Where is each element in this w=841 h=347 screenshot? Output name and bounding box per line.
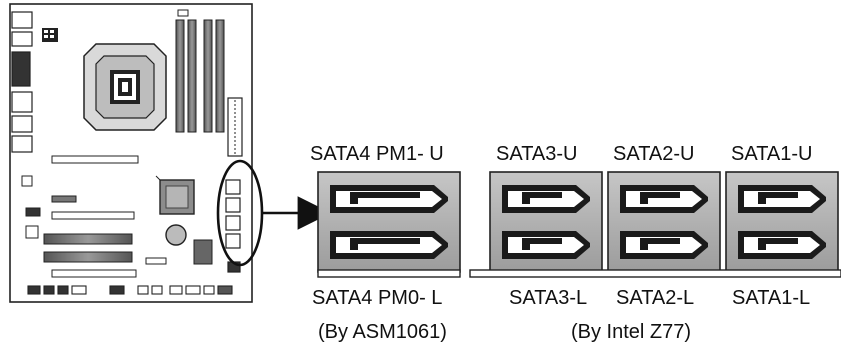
rear-io-panel	[11, 11, 33, 153]
port-sata4-lower	[330, 231, 448, 259]
atx-power-connector	[227, 97, 243, 157]
label-sata1-l: SATA1-L	[732, 287, 810, 309]
label-sata2-u: SATA2-U	[613, 143, 695, 165]
fan-header	[177, 9, 189, 17]
expansion-slots	[43, 155, 139, 278]
sata-ports-detail	[317, 171, 839, 273]
port-sata3-upper	[502, 185, 590, 213]
dimm-slots	[175, 19, 225, 133]
label-sata4-pm0-l: SATA4 PM0- L	[312, 287, 442, 309]
cmos-battery	[165, 224, 187, 246]
chipset	[155, 175, 195, 215]
bottom-headers	[27, 285, 233, 295]
port-sata4-upper	[330, 185, 448, 213]
board-sata-connectors	[225, 179, 241, 273]
audio-chip	[42, 28, 58, 42]
baseline-strips	[317, 269, 841, 278]
label-sata4-pm1-u: SATA4 PM1- U	[310, 143, 444, 165]
controller-intel-z77: (By Intel Z77)	[571, 321, 691, 343]
asm1061-chip	[193, 239, 213, 265]
misc-components	[21, 175, 167, 265]
port-sata2-lower	[620, 231, 708, 259]
port-sata1-lower	[738, 231, 826, 259]
port-sata1-upper	[738, 185, 826, 213]
controller-asm1061: (By ASM1061)	[318, 321, 447, 343]
label-sata3-l: SATA3-L	[509, 287, 587, 309]
motherboard	[9, 3, 253, 303]
label-sata2-l: SATA2-L	[616, 287, 694, 309]
port-block-sata4	[317, 171, 461, 273]
label-sata1-u: SATA1-U	[731, 143, 813, 165]
label-sata3-u: SATA3-U	[496, 143, 578, 165]
port-sata2-upper	[620, 185, 708, 213]
port-sata3-lower	[502, 231, 590, 259]
port-block-sata2	[607, 171, 721, 273]
port-block-sata1	[725, 171, 839, 273]
cpu-socket	[83, 43, 167, 131]
port-block-sata3	[489, 171, 603, 273]
